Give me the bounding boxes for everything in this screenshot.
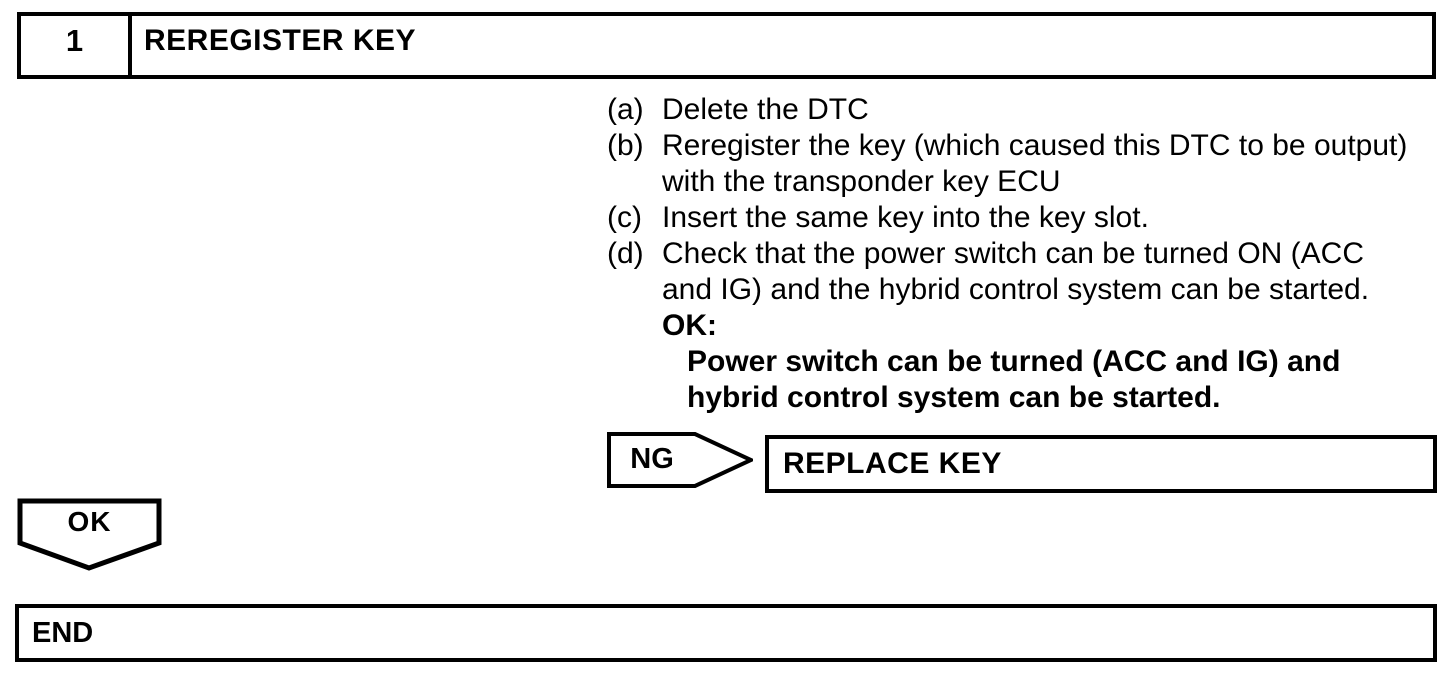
substep-label: (c) <box>607 201 642 234</box>
ok-condition-text-cont: hybrid control system can be started. <box>607 380 1407 416</box>
substep-label: (b) <box>607 129 644 162</box>
end-box: END <box>15 604 1437 662</box>
ok-condition-heading: OK: <box>607 308 1407 344</box>
substep-text: Delete the DTC <box>662 93 869 126</box>
step-number: 1 <box>21 16 132 75</box>
substep-text: with the transponder key ECU <box>662 165 1061 198</box>
ok-condition-text: Power switch can be turned (ACC and IG) … <box>607 344 1407 380</box>
substep-label: (d) <box>607 237 644 270</box>
substep-text: Power switch can be turned (ACC and IG) … <box>687 345 1341 378</box>
procedure-line-b-cont: with the transponder key ECU <box>607 164 1407 200</box>
ng-action-box: REPLACE KEY <box>765 435 1437 493</box>
substep-text: and IG) and the hybrid control system ca… <box>662 273 1370 306</box>
procedure-line-d: (d) Check that the power switch can be tu… <box>607 236 1407 272</box>
step-header: 1 REREGISTER KEY <box>17 12 1436 79</box>
substep-text: Check that the power switch can be turne… <box>662 237 1364 270</box>
substep-label: (a) <box>607 93 644 126</box>
step-title: REREGISTER KEY <box>144 24 417 57</box>
ng-arrow-shape <box>607 432 753 488</box>
ng-action-label: REPLACE KEY <box>783 447 1002 480</box>
substep-text: Reregister the key (which caused this DT… <box>662 129 1408 162</box>
ng-connector: NG <box>607 431 753 489</box>
ok-label: OK <box>67 506 112 537</box>
substep-text: Insert the same key into the key slot. <box>662 201 1149 234</box>
ng-label: NG <box>630 442 674 475</box>
ok-connector: OK <box>17 498 163 572</box>
procedure-line-c: (c) Insert the same key into the key slot… <box>607 200 1407 236</box>
substep-text: OK: <box>662 309 717 342</box>
procedure-line-d-cont: and IG) and the hybrid control system ca… <box>607 272 1407 308</box>
end-label: END <box>32 616 94 649</box>
procedure-line-a: (a) Delete the DTC <box>607 92 1407 128</box>
substep-text: hybrid control system can be started. <box>687 381 1221 414</box>
procedure-instructions: (a) Delete the DTC (b) Reregister the key … <box>607 92 1407 416</box>
ok-pentagon-shape <box>17 498 162 571</box>
procedure-line-b: (b) Reregister the key (which caused this… <box>607 128 1407 164</box>
